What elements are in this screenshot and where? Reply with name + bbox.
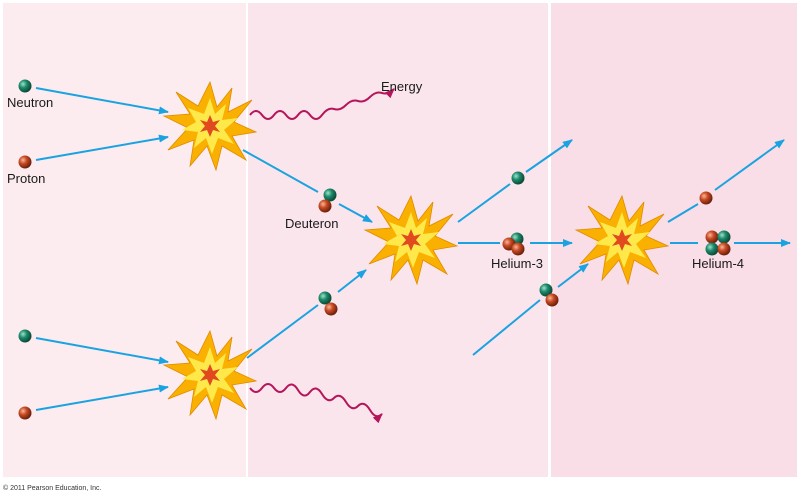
panel-step-1 [3,3,246,477]
neutron-particle [18,329,32,343]
neutron-particle [511,171,525,185]
burst-core [200,115,220,137]
burst-core [612,229,632,251]
arrow-neutron-to-collision-1 [35,87,169,115]
arrow-deuteron-to-collision-3 [338,203,373,223]
arrow-proton-out [714,139,785,191]
arrows [35,87,791,411]
collision-burst-1 [162,80,258,172]
label-deuteron: Deuteron [285,216,338,231]
neutron-particle [18,79,32,93]
proton-particle [18,406,32,420]
energy-wave-1 [249,88,395,120]
copyright-notice: © 2011 Pearson Education, Inc. [3,484,101,492]
label-helium4: Helium-4 [692,256,744,271]
label-energy: Energy [381,79,423,94]
label-proton: Proton [7,171,45,186]
helium3-particle [539,283,559,307]
arrow-helium3b-to-collision-4 [472,299,541,356]
arrow-neutron-to-collision-2 [35,337,169,365]
deuteron-particle [318,291,338,316]
deuteron-particle [318,188,337,213]
burst-core [401,229,421,251]
proton-particle [699,191,713,205]
energy-wave-2 [249,383,383,424]
burst-core [200,364,220,386]
arrow-helium3b-out [557,263,589,288]
arrow-collision-2-to-deuteron [246,304,319,359]
collision-burst-3 [363,194,459,286]
arrow-proton-to-collision-2 [35,384,169,411]
panel-step-3 [551,3,797,477]
proton-particle [18,155,32,169]
arrow-collision-4-to-proton [667,203,699,223]
label-helium3: Helium-3 [491,256,543,271]
collision-burst-2 [162,329,258,421]
collision-burst-4 [574,194,670,286]
helium4-particle [705,230,731,256]
arrow-collision-3-to-neutron [457,183,511,223]
arrow-neutron-out [525,139,573,173]
label-neutron: Neutron [7,95,53,110]
arrow-proton-to-collision-1 [35,134,169,161]
arrow-deuteron-2-to-collision-3 [337,269,367,293]
helium3-particle [502,232,525,256]
arrow-collision-1-to-deuteron [242,149,319,193]
